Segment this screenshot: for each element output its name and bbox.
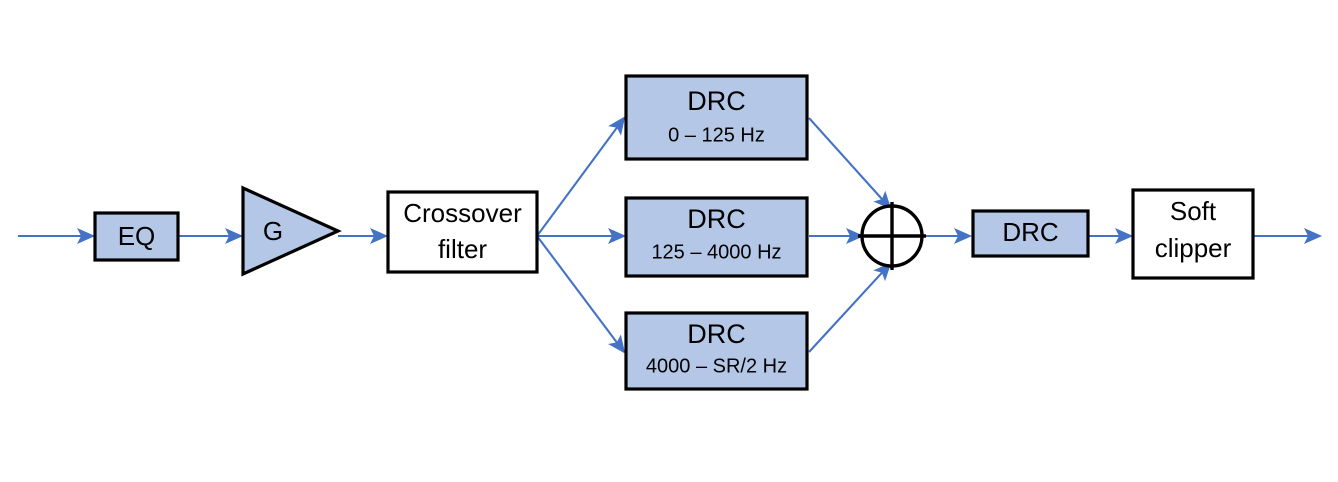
block-drc-mid-title: DRC [687, 204, 746, 234]
block-gain[interactable]: G [241, 185, 342, 277]
summing-junction[interactable] [858, 202, 926, 270]
block-drc-low[interactable]: DRC 0 – 125 Hz [624, 74, 809, 161]
wire-drc-high-to-summer [808, 262, 892, 353]
block-soft-clipper-label-line2: clipper [1155, 233, 1232, 263]
block-drc-low-title: DRC [687, 86, 746, 116]
block-eq-label: EQ [118, 221, 156, 251]
block-drc-high-shape [624, 311, 809, 391]
block-drc-mid-range: 125 – 4000 Hz [651, 241, 781, 263]
block-drc-master-shape [971, 209, 1090, 258]
block-gain-label: G [263, 216, 283, 246]
block-drc-master-label: DRC [1002, 217, 1058, 247]
block-drc-low-range: 0 – 125 Hz [668, 124, 765, 146]
block-eq-shape [93, 211, 180, 262]
block-drc-low-shape [624, 74, 809, 161]
wire-drc-low-to-summer [808, 117, 892, 210]
block-crossover-label-line1: Crossover [403, 198, 522, 228]
block-crossover-shape [386, 190, 539, 274]
wire-crossover-to-drc-high [536, 235, 626, 354]
wire-crossover-to-drc-low [536, 116, 626, 237]
block-drc-master[interactable]: DRC [971, 209, 1090, 258]
block-gain-shape [241, 185, 342, 277]
block-soft-clipper-shape [1131, 188, 1255, 280]
block-drc-high[interactable]: DRC 4000 – SR/2 Hz [624, 311, 809, 391]
block-drc-high-range: 4000 – SR/2 Hz [646, 355, 787, 377]
block-drc-mid-shape [624, 196, 809, 278]
block-eq[interactable]: EQ [93, 211, 180, 262]
block-drc-high-title: DRC [687, 319, 746, 349]
block-crossover-filter[interactable]: Crossover filter [386, 190, 539, 274]
block-soft-clipper[interactable]: Soft clipper [1131, 188, 1255, 280]
block-soft-clipper-label-line1: Soft [1170, 196, 1217, 226]
block-drc-mid[interactable]: DRC 125 – 4000 Hz [624, 196, 809, 278]
block-crossover-label-line2: filter [438, 234, 487, 264]
